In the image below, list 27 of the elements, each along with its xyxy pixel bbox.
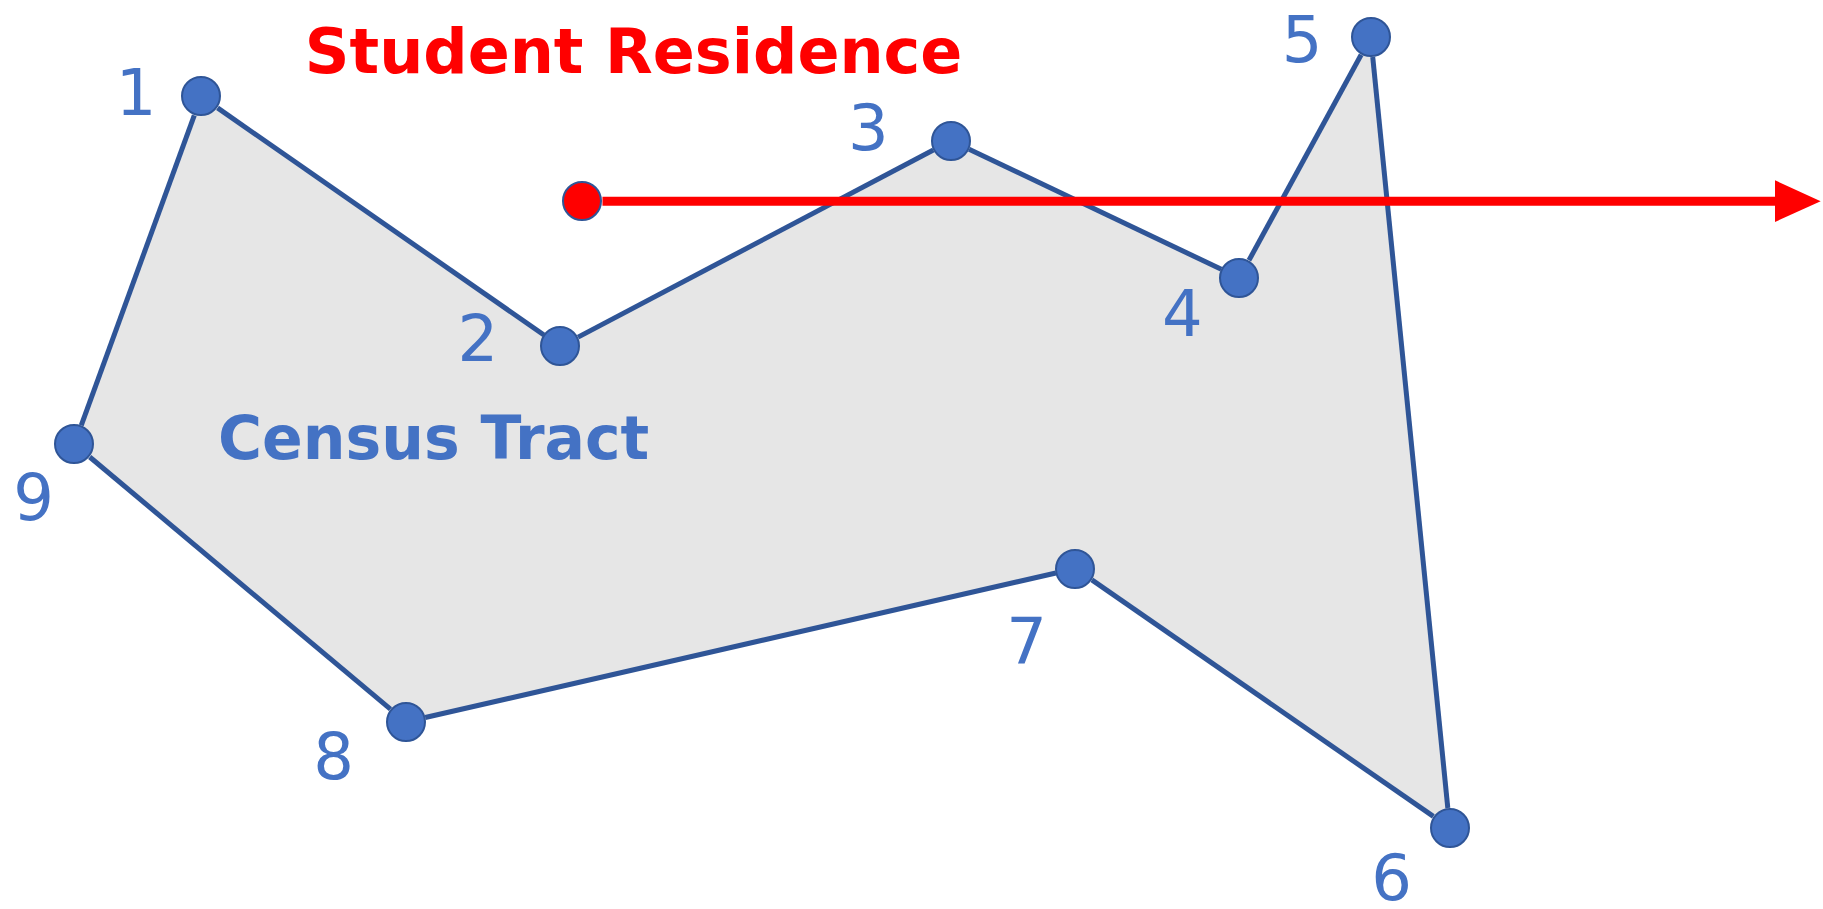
vertex-point xyxy=(931,120,971,161)
region-label: Census Tract xyxy=(218,403,650,474)
vertex-number: 9 xyxy=(13,465,55,530)
polygon-edge xyxy=(1090,577,1435,819)
polygon-edge xyxy=(1246,53,1364,262)
vertex-number: 1 xyxy=(115,61,157,125)
vertex-number: 4 xyxy=(1162,281,1203,346)
point-label: Student Residence xyxy=(304,21,963,84)
vertex-number: 2 xyxy=(457,307,499,372)
vertex-point xyxy=(54,424,95,465)
polygon-edge xyxy=(424,570,1057,720)
polygon-edge xyxy=(1370,56,1451,809)
polygon-edge xyxy=(88,455,393,712)
polygon-edge xyxy=(216,105,546,338)
vertex-number: 7 xyxy=(1006,609,1047,674)
vertex-number: 5 xyxy=(1281,7,1323,72)
vertex-point xyxy=(181,76,222,117)
vertex-number: 8 xyxy=(313,724,355,789)
ray-arrow xyxy=(602,180,1821,223)
residence-point xyxy=(562,181,603,222)
polygon-edge xyxy=(576,147,935,340)
vertex-number: 3 xyxy=(848,95,889,160)
vertex-point xyxy=(1429,807,1470,848)
vertex-point xyxy=(1350,17,1391,58)
vertex-number: 6 xyxy=(1371,845,1412,909)
polygon-edge xyxy=(78,114,197,427)
polygon-edge xyxy=(968,147,1223,272)
